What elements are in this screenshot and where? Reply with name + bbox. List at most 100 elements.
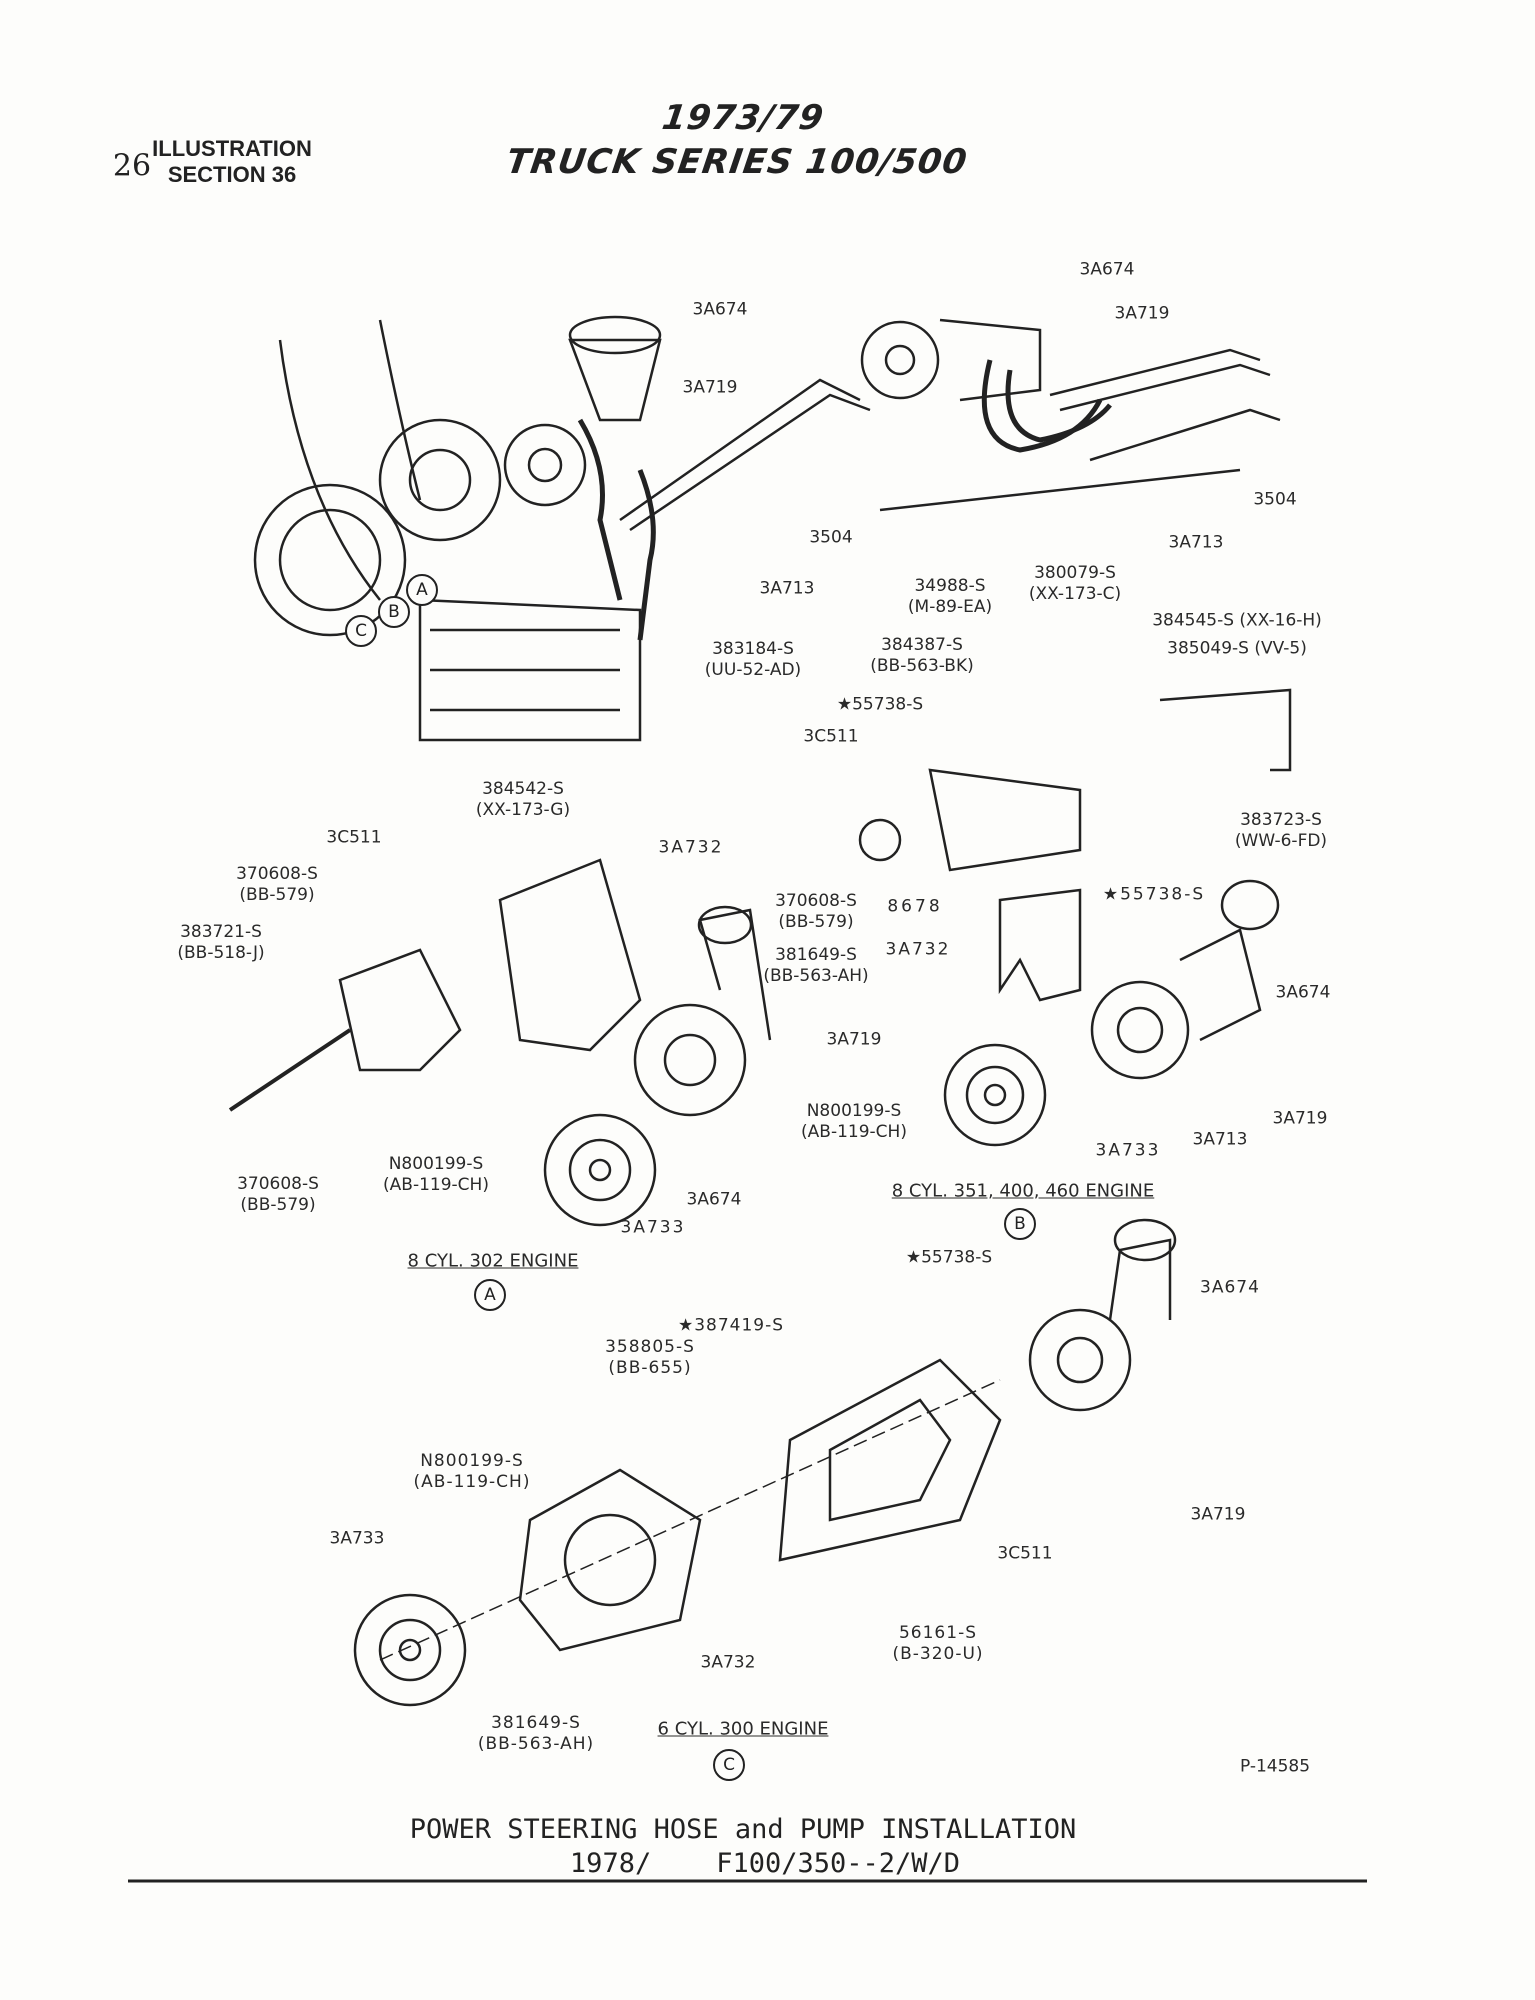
page-title: 1973/79 TRUCK SERIES 100/500 bbox=[504, 96, 977, 184]
callout: 384545-S (XX-16-H) bbox=[1152, 610, 1322, 631]
callout: 3A674 bbox=[692, 299, 748, 320]
part-code: (B-320-U) bbox=[892, 1644, 984, 1664]
callout: N800199-S(AB-119-CH) bbox=[414, 1451, 531, 1493]
callout: 358805-S(BB-655) bbox=[605, 1337, 695, 1379]
callout: 3A719 bbox=[826, 1029, 882, 1050]
hose-routing-view-b bbox=[860, 318, 1281, 512]
callout: 381649-S(BB-563-AH) bbox=[763, 945, 868, 987]
engine-label-b: 8 CYL. 351, 400, 460 ENGINE bbox=[891, 1180, 1155, 1202]
engine-label-c: 6 CYL. 300 ENGINE bbox=[657, 1718, 829, 1740]
view-marker-c: C bbox=[345, 615, 377, 647]
section-line-1: ILLUSTRATION bbox=[152, 136, 312, 161]
callout: 381649-S(BB-563-AH) bbox=[478, 1713, 594, 1755]
callout: 56161-S(B-320-U) bbox=[892, 1623, 983, 1665]
callout: 3A713 bbox=[1168, 532, 1224, 553]
part-code: (AB-119-CH) bbox=[383, 1175, 489, 1195]
part-code: (AB-119-CH) bbox=[801, 1122, 907, 1142]
callout: 3A732 bbox=[700, 1652, 756, 1673]
callout: ★55738-S bbox=[836, 694, 924, 715]
part-code: (BB-518-J) bbox=[177, 943, 265, 963]
callout: 3A674 bbox=[1200, 1277, 1260, 1298]
callout: 370608-S(BB-579) bbox=[236, 864, 318, 906]
part-code: (AB-119-CH) bbox=[413, 1472, 531, 1492]
callout: 8678 bbox=[887, 896, 943, 917]
part-number: 384387-S bbox=[881, 635, 963, 655]
callout: 384542-S(XX-173-G) bbox=[476, 779, 570, 821]
part-code: (BB-579) bbox=[239, 885, 315, 905]
part-code: (XX-173-C) bbox=[1028, 584, 1122, 604]
part-number: N800199-S bbox=[388, 1154, 484, 1174]
title-series: TRUCK SERIES 100/500 bbox=[503, 142, 971, 182]
engine-label-a: 8 CYL. 302 ENGINE bbox=[407, 1250, 579, 1272]
callout: 3A719 bbox=[682, 377, 738, 398]
part-number: 381649-S bbox=[491, 1713, 581, 1733]
callout: N800199-S(AB-119-CH) bbox=[383, 1154, 489, 1196]
callout: 34988-S(M-89-EA) bbox=[908, 576, 992, 618]
callout: 3A719 bbox=[1272, 1108, 1328, 1129]
part-code: (BB-563-BK) bbox=[870, 656, 974, 676]
section-heading: ILLUSTRATION SECTION 36 bbox=[152, 136, 312, 188]
caption-title: POWER STEERING HOSE and PUMP INSTALLATIO… bbox=[409, 1814, 1077, 1845]
callout: 370608-S(BB-579) bbox=[775, 891, 857, 933]
part-number: 384542-S bbox=[482, 779, 564, 799]
figure-number: P-14585 bbox=[1239, 1756, 1311, 1777]
part-number: 34988-S bbox=[914, 576, 986, 596]
part-number: 370608-S bbox=[237, 1174, 319, 1194]
part-code: (BB-579) bbox=[240, 1195, 316, 1215]
caption-model: 1978/ F100/350--2/W/D bbox=[569, 1848, 961, 1879]
part-code: (WW-6-FD) bbox=[1234, 831, 1328, 851]
part-code: (BB-563-AH) bbox=[763, 966, 869, 986]
callout: 385049-S (VV-5) bbox=[1167, 638, 1307, 659]
callout: 3A733 bbox=[1095, 1140, 1161, 1161]
callout: ★55738-S bbox=[1102, 884, 1206, 905]
callout: 384387-S(BB-563-BK) bbox=[870, 635, 974, 677]
callout: 3C511 bbox=[803, 726, 859, 747]
callout: N800199-S(AB-119-CH) bbox=[801, 1101, 907, 1143]
part-number: 370608-S bbox=[236, 864, 318, 884]
bracket-view-a bbox=[228, 858, 772, 1227]
callout: 3C511 bbox=[326, 827, 382, 848]
callout: 3A733 bbox=[329, 1528, 385, 1549]
part-code: (BB-563-AH) bbox=[477, 1734, 595, 1754]
hose-routing-view-a bbox=[253, 315, 871, 742]
callout: 3A674 bbox=[1275, 982, 1331, 1003]
callout: 370608-S(BB-579) bbox=[237, 1174, 319, 1216]
callout: 3A713 bbox=[1192, 1129, 1248, 1150]
part-number: 370608-S bbox=[775, 891, 857, 911]
part-number: 56161-S bbox=[898, 1623, 977, 1643]
callout: 383723-S(WW-6-FD) bbox=[1235, 810, 1327, 852]
callout: ★387419-S bbox=[677, 1315, 785, 1336]
part-number: 383723-S bbox=[1240, 810, 1322, 830]
callout: 3A674 bbox=[686, 1189, 742, 1210]
callout: 3A719 bbox=[1190, 1504, 1246, 1525]
callout: 383721-S(BB-518-J) bbox=[177, 922, 264, 964]
part-number: N800199-S bbox=[806, 1101, 902, 1121]
part-number: N800199-S bbox=[420, 1451, 524, 1471]
part-code: (BB-655) bbox=[608, 1358, 692, 1378]
part-code: (BB-579) bbox=[778, 912, 854, 932]
view-marker-a: A bbox=[474, 1279, 506, 1311]
part-number: 380079-S bbox=[1034, 563, 1116, 583]
callout: 3A732 bbox=[885, 939, 951, 960]
part-number: 383184-S bbox=[712, 639, 794, 659]
callout: 380079-S(XX-173-C) bbox=[1029, 563, 1121, 605]
part-code: (M-89-EA) bbox=[907, 597, 993, 617]
section-line-2: SECTION 36 bbox=[167, 162, 297, 187]
callout: 3A674 bbox=[1079, 259, 1135, 280]
part-code: (UU-52-AD) bbox=[704, 660, 802, 680]
bracket-view-c bbox=[353, 1218, 1177, 1707]
callout: 3A732 bbox=[658, 837, 724, 858]
callout: 3504 bbox=[1253, 489, 1297, 510]
title-years: 1973/79 bbox=[659, 98, 827, 138]
part-number: 358805-S bbox=[605, 1337, 695, 1357]
callout: ★55738-S bbox=[905, 1247, 993, 1268]
view-marker-b: B bbox=[1004, 1208, 1036, 1240]
page-number: 26 bbox=[112, 148, 152, 184]
part-code: (XX-173-G) bbox=[475, 800, 571, 820]
part-number: 383721-S bbox=[180, 922, 262, 942]
callout: 3C511 bbox=[997, 1543, 1053, 1564]
callout: 3A719 bbox=[1114, 303, 1170, 324]
view-marker-c: C bbox=[713, 1749, 745, 1781]
callout: 383184-S(UU-52-AD) bbox=[705, 639, 801, 681]
